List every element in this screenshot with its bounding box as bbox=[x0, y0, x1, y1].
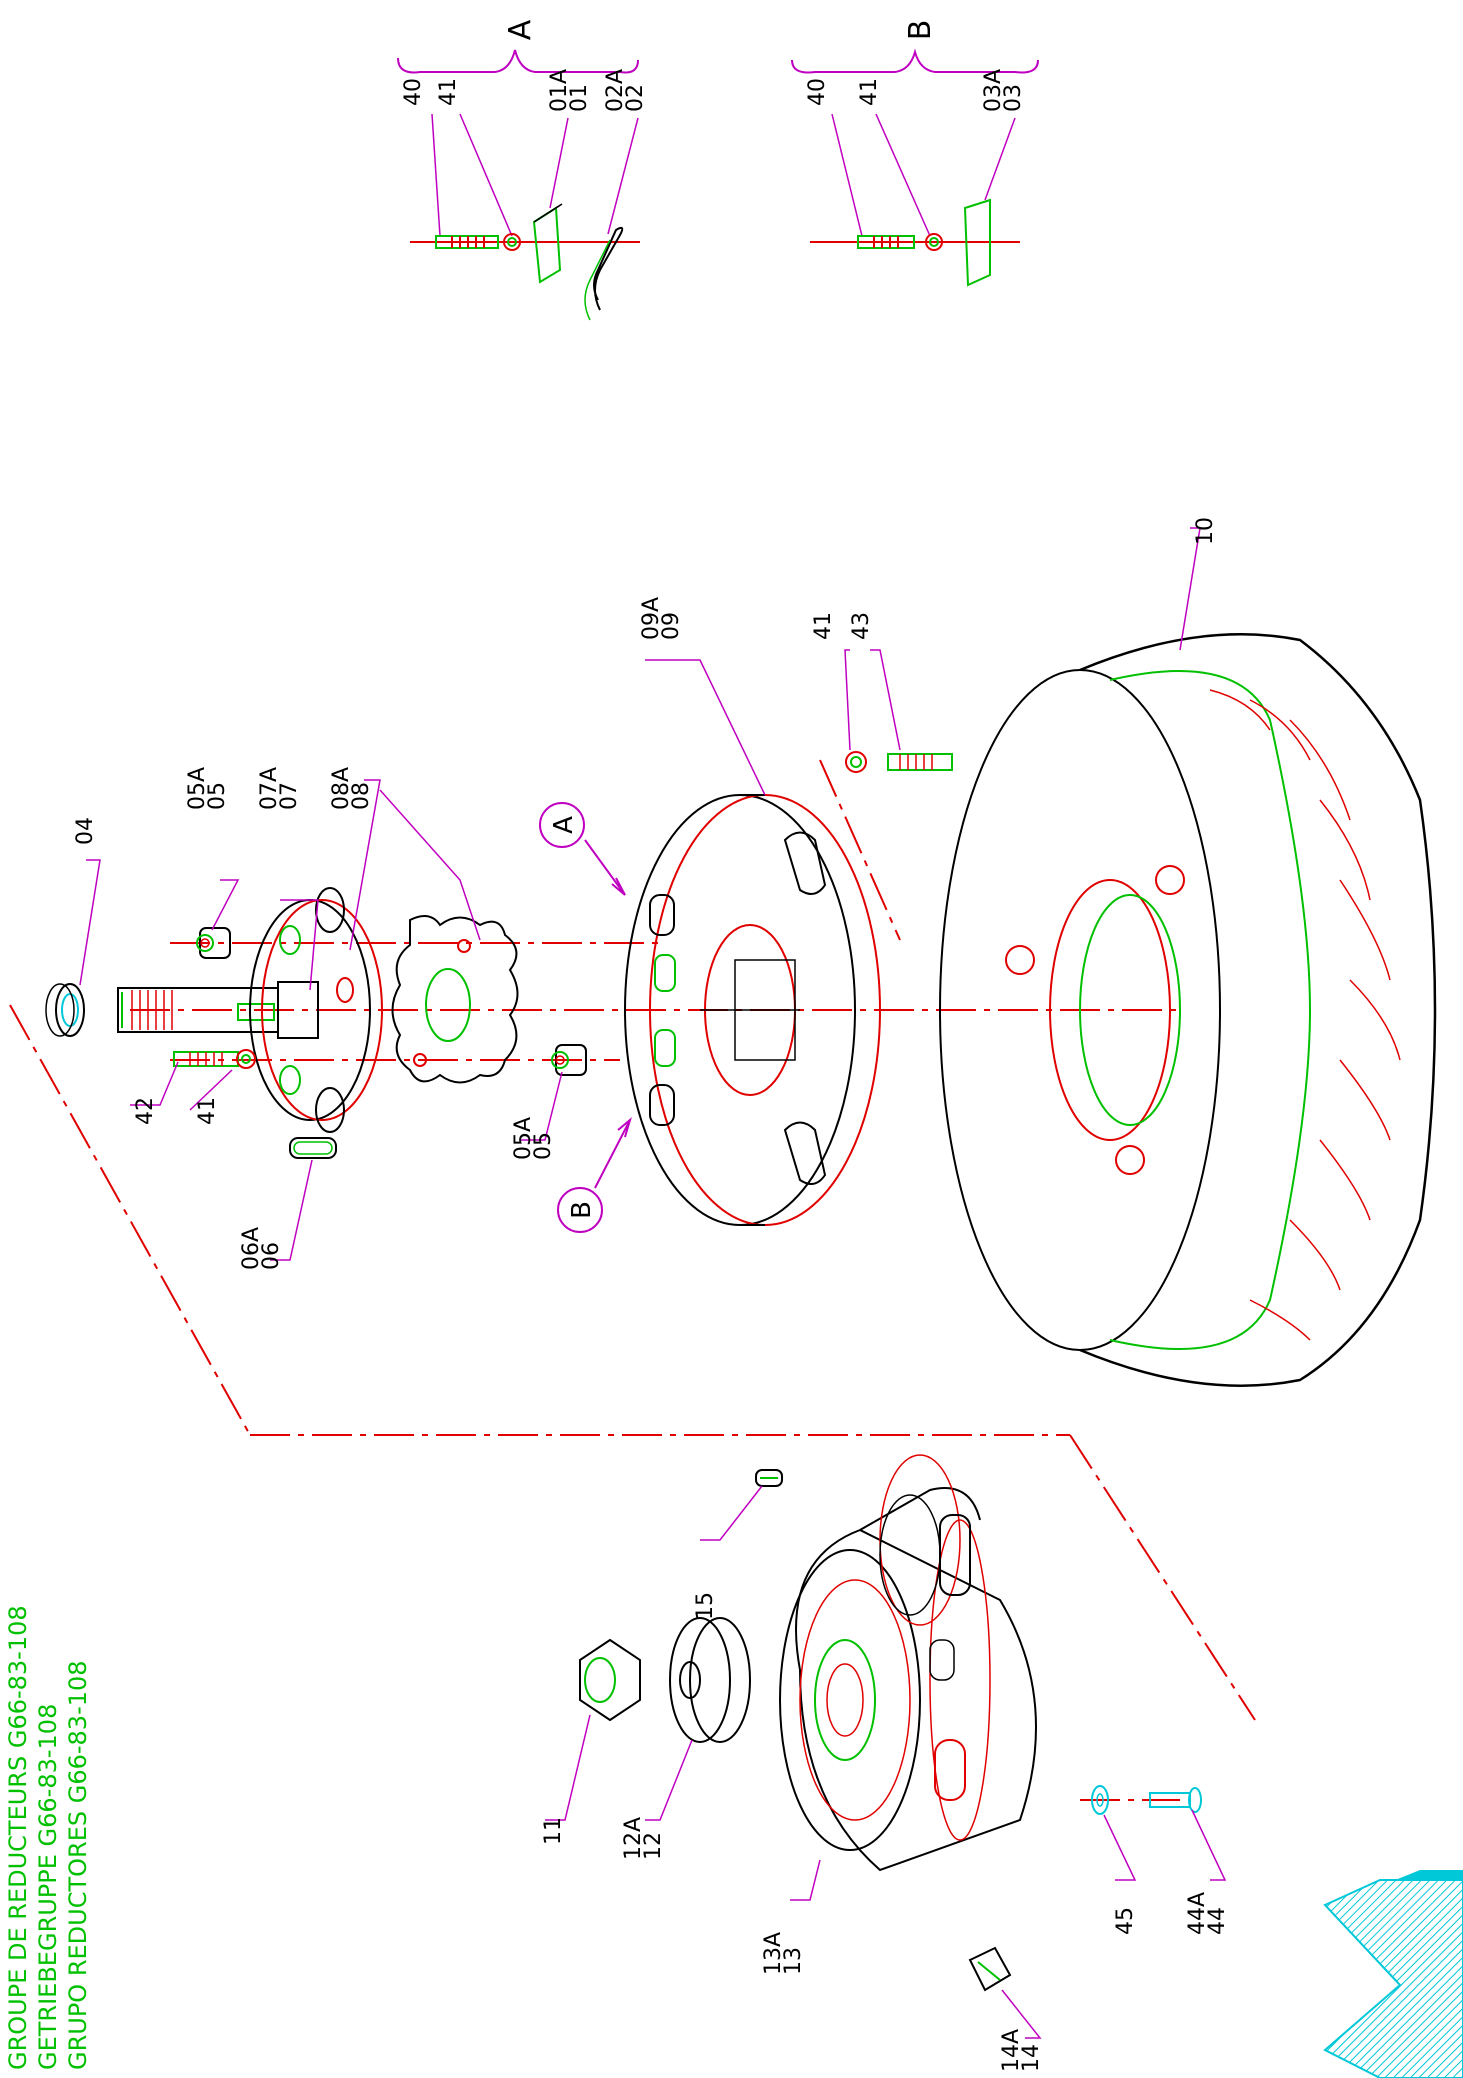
svg-text:B: B bbox=[567, 1201, 597, 1219]
svg-text:43: 43 bbox=[849, 612, 874, 640]
svg-text:04: 04 bbox=[73, 817, 98, 845]
svg-text:41: 41 bbox=[195, 1097, 220, 1125]
svg-text:44: 44 bbox=[1205, 1907, 1230, 1935]
svg-text:05A: 05A bbox=[511, 1117, 536, 1160]
part-05-nut-top bbox=[196, 927, 231, 959]
svg-text:44A: 44A bbox=[1185, 1892, 1210, 1935]
svg-text:05: 05 bbox=[205, 782, 230, 810]
svg-text:03A: 03A bbox=[981, 69, 1006, 112]
part-06-key bbox=[289, 1137, 337, 1159]
svg-text:06: 06 bbox=[259, 1242, 284, 1270]
svg-text:12A: 12A bbox=[621, 1817, 646, 1860]
part-14-key bbox=[968, 1946, 1012, 1992]
part-07-shaft-hub bbox=[117, 887, 383, 1133]
svg-text:08: 08 bbox=[349, 782, 374, 810]
svg-text:12: 12 bbox=[641, 1832, 666, 1860]
svg-text:14: 14 bbox=[1019, 2044, 1044, 2072]
detail-a-label-40: 40 bbox=[401, 78, 426, 106]
detail-a-label-41: 41 bbox=[436, 78, 461, 106]
svg-text:14A: 14A bbox=[999, 2029, 1024, 2072]
title-line-es: GRUPO REDUCTORES G66-83-108 bbox=[64, 1660, 92, 2070]
svg-text:09: 09 bbox=[659, 612, 684, 640]
svg-text:02: 02 bbox=[623, 84, 648, 112]
svg-text:13: 13 bbox=[781, 1947, 806, 1975]
svg-text:42: 42 bbox=[133, 1097, 158, 1125]
svg-text:41: 41 bbox=[857, 78, 882, 106]
svg-text:07: 07 bbox=[277, 782, 302, 810]
svg-text:41: 41 bbox=[436, 78, 461, 106]
svg-text:40: 40 bbox=[805, 78, 830, 106]
callout-a: A bbox=[539, 802, 626, 896]
part-04-washer bbox=[45, 983, 85, 1037]
detail-view-a: A bbox=[397, 19, 640, 321]
label-10: 10 bbox=[1193, 517, 1218, 545]
label-41-43: 41 43 bbox=[811, 612, 874, 640]
svg-text:02A: 02A bbox=[603, 69, 628, 112]
svg-text:11: 11 bbox=[541, 1817, 566, 1845]
detail-b-letter: B bbox=[903, 20, 938, 41]
svg-text:01A: 01A bbox=[547, 69, 572, 112]
part-10-wheel bbox=[939, 633, 1437, 1387]
detail-view-b: B bbox=[791, 20, 1039, 287]
part-11-nut bbox=[579, 1638, 641, 1722]
label-15: 15 bbox=[693, 1592, 718, 1620]
svg-text:13A: 13A bbox=[761, 1932, 786, 1975]
part-05-nut-bottom bbox=[551, 1044, 587, 1076]
label-42: 42 bbox=[133, 1097, 158, 1125]
part-09-disc bbox=[624, 794, 881, 1226]
svg-text:08A: 08A bbox=[329, 767, 354, 810]
svg-text:41: 41 bbox=[811, 612, 836, 640]
svg-text:09A: 09A bbox=[639, 597, 664, 640]
part-08-star-flange bbox=[391, 915, 519, 1084]
part-41-43-screw bbox=[845, 751, 953, 773]
svg-text:05: 05 bbox=[531, 1132, 556, 1160]
svg-text:05A: 05A bbox=[185, 767, 210, 810]
svg-text:01: 01 bbox=[567, 84, 592, 112]
label-45: 45 bbox=[1113, 1907, 1138, 1935]
svg-text:10: 10 bbox=[1193, 517, 1218, 545]
part-42-41-screw bbox=[173, 1049, 256, 1069]
part-15-key bbox=[755, 1469, 783, 1487]
svg-text:06A: 06A bbox=[239, 1227, 264, 1270]
part-13-gearbox bbox=[779, 1454, 1037, 1872]
detail-b-label-40: 40 bbox=[805, 78, 830, 106]
part-45-washer bbox=[1091, 1785, 1109, 1815]
svg-text:40: 40 bbox=[401, 78, 426, 106]
callout-b: B bbox=[557, 1117, 632, 1233]
title-line-fr: GROUPE DE REDUCTEURS G66-83-108 bbox=[4, 1605, 32, 2070]
label-11: 11 bbox=[541, 1817, 566, 1845]
svg-text:A: A bbox=[549, 816, 579, 834]
part-44-screw bbox=[1149, 1787, 1202, 1813]
part-12-washer bbox=[669, 1617, 751, 1743]
label-41-shaft: 41 bbox=[195, 1097, 220, 1125]
svg-text:15: 15 bbox=[693, 1592, 718, 1620]
detail-b-label-41: 41 bbox=[857, 78, 882, 106]
svg-text:45: 45 bbox=[1113, 1907, 1138, 1935]
title-line-de: GETRIEBEGRUPPE G66-83-108 bbox=[34, 1704, 62, 2070]
company-logo-icon bbox=[1323, 1870, 1463, 2078]
detail-a-letter: A bbox=[503, 19, 538, 40]
svg-text:07A: 07A bbox=[257, 767, 282, 810]
leader-lines bbox=[79, 527, 1227, 2039]
label-04: 04 bbox=[73, 817, 98, 845]
title-block: GROUPE DE REDUCTEURS G66-83-108 GETRIEBE… bbox=[4, 1605, 92, 2070]
svg-text:03: 03 bbox=[1001, 84, 1026, 112]
center-lines bbox=[9, 759, 1256, 1801]
